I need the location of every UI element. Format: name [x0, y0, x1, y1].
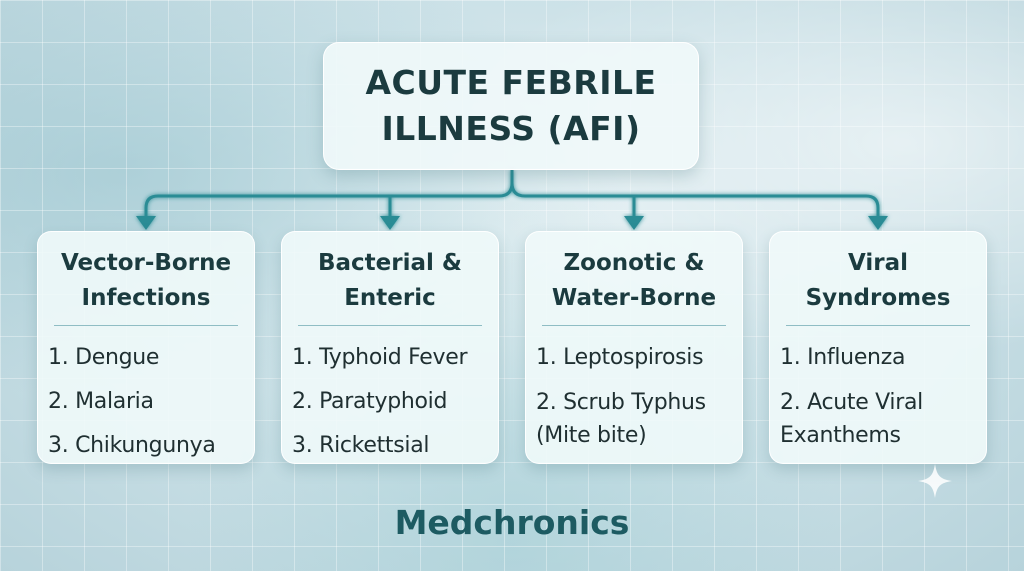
divider	[54, 325, 238, 326]
list-item: 1. Dengue	[48, 345, 160, 370]
divider	[786, 325, 970, 326]
list-item: 2. Acute Viral Exanthems	[780, 390, 923, 448]
category-card-vector-borne: Vector-Borne Infections 1. Dengue 2. Mal…	[37, 231, 255, 464]
list-item: 2. Malaria	[48, 389, 154, 414]
category-heading: Viral Syndromes	[805, 250, 951, 311]
list-item: 2. Paratyphoid	[292, 389, 448, 414]
root-node: ACUTE FEBRILE ILLNESS (AFI)	[323, 42, 699, 170]
brand-name: Medchronics	[394, 503, 630, 542]
list-item: 1. Leptospirosis	[536, 345, 704, 370]
category-heading: Zoonotic & Water-Borne	[551, 250, 717, 311]
list-item: 1. Typhoid Fever	[292, 345, 468, 370]
category-list: 1. Leptospirosis 2. Scrub Typhus (Mite b…	[536, 336, 732, 452]
list-item: 3. Rickettsial	[292, 433, 430, 458]
category-list: 1. Dengue 2. Malaria 3. Chikungunya	[48, 336, 244, 468]
category-list: 1. Influenza 2. Acute Viral Exanthems	[780, 336, 976, 452]
list-item: 1. Influenza	[780, 345, 906, 370]
sparkle-icon	[918, 464, 952, 498]
category-card-bacterial-enteric: Bacterial & Enteric 1. Typhoid Fever 2. …	[281, 231, 499, 464]
trunk-line	[144, 170, 514, 218]
divider	[542, 325, 726, 326]
list-item: 2. Scrub Typhus (Mite bite)	[536, 390, 706, 448]
category-card-viral-syndromes: Viral Syndromes 1. Influenza 2. Acute Vi…	[769, 231, 987, 464]
arrow-head-1	[136, 216, 156, 230]
arrow-head-4	[868, 216, 888, 230]
arrow-head-3	[624, 216, 644, 230]
category-card-zoonotic-water-borne: Zoonotic & Water-Borne 1. Leptospirosis …	[525, 231, 743, 464]
category-heading: Vector-Borne Infections	[60, 250, 232, 311]
root-title: ACUTE FEBRILE ILLNESS (AFI)	[365, 63, 657, 148]
arrow-head-2	[380, 216, 400, 230]
category-list: 1. Typhoid Fever 2. Paratyphoid 3. Ricke…	[292, 336, 488, 468]
list-item: 3. Chikungunya	[48, 433, 216, 458]
divider	[298, 325, 482, 326]
trunk-line-right	[510, 182, 880, 218]
category-heading: Bacterial & Enteric	[318, 250, 462, 311]
